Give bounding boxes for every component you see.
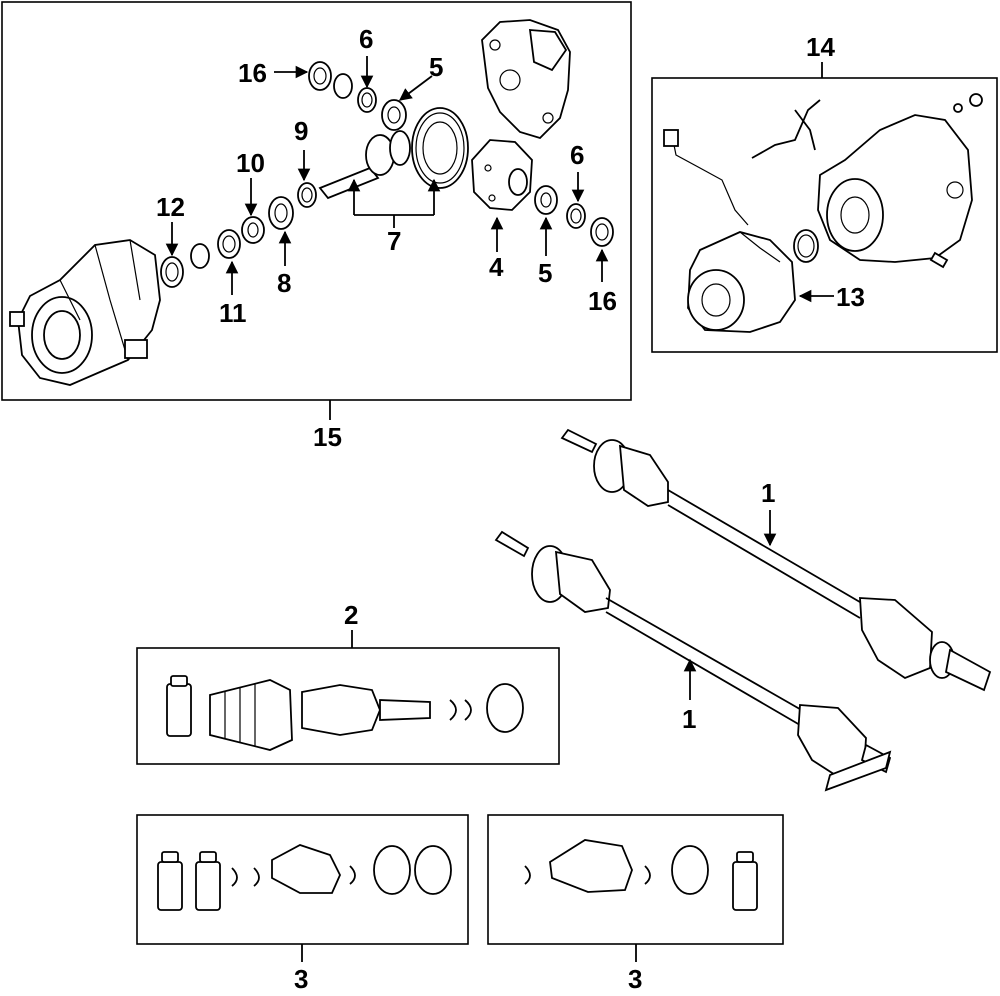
callout-9: 9 — [294, 116, 308, 146]
shim-upper — [333, 73, 353, 99]
o-ring — [793, 229, 819, 263]
callout-13: 13 — [836, 282, 865, 312]
boot — [209, 679, 293, 751]
leaders-shafts — [683, 510, 777, 700]
box-differential-assembly — [1, 1, 632, 401]
boot-left — [231, 844, 452, 895]
callout-8: 8 — [277, 268, 291, 298]
callout-6-upper: 6 — [359, 24, 373, 54]
callout-4: 4 — [489, 252, 504, 282]
callout-1-lower: 1 — [682, 704, 696, 734]
callout-16-upper: 16 — [238, 58, 267, 88]
callout-3-left: 3 — [294, 964, 308, 994]
callout-16-lower: 16 — [588, 286, 617, 316]
callout-15: 15 — [313, 422, 342, 452]
box-inner-joint-kit — [136, 647, 560, 765]
leaders-coupling — [798, 62, 834, 303]
seal-16-lower — [590, 217, 614, 247]
shim-9 — [297, 182, 317, 208]
clips-box2 — [449, 683, 524, 733]
grease-tube — [166, 675, 192, 737]
seal-12 — [160, 256, 184, 288]
bearing-5-upper — [381, 99, 407, 131]
grease-tubes-left — [157, 851, 221, 911]
box-coupling-assembly — [651, 77, 998, 353]
boot-right — [524, 839, 709, 895]
bearing-5-lower — [534, 185, 558, 215]
callout-7: 7 — [387, 226, 401, 256]
differential-rear-cover — [481, 19, 571, 140]
coupling-housing — [817, 114, 973, 263]
shim-6-lower — [566, 203, 586, 229]
pinion-gear-7 — [318, 130, 411, 200]
bracket — [751, 99, 821, 159]
leaders-differential — [165, 56, 609, 420]
callout-11: 11 — [219, 298, 247, 328]
shim-6-upper — [357, 87, 377, 113]
inner-joint — [301, 684, 431, 736]
callout-2: 2 — [344, 600, 358, 630]
drive-shaft-lower — [494, 530, 892, 792]
spacer-11 — [190, 229, 241, 269]
bearing-8 — [268, 196, 294, 230]
callout-3-right: 3 — [628, 964, 642, 994]
callout-6-lower: 6 — [570, 140, 584, 170]
callout-12: 12 — [156, 192, 185, 222]
ring-gear-7 — [411, 107, 469, 189]
differential-housing-front — [9, 239, 161, 386]
bearing-10 — [241, 216, 265, 244]
grease-tube-right — [732, 851, 758, 911]
coupling-unit-13 — [687, 231, 796, 333]
wire-harness — [663, 129, 749, 226]
seal-16-upper — [308, 61, 332, 91]
callout-5-lower: 5 — [538, 258, 552, 288]
differential-case-4 — [471, 139, 533, 211]
drive-shaft-upper — [560, 428, 992, 692]
sensor — [929, 251, 949, 269]
callout-14: 14 — [806, 32, 835, 62]
callout-1-upper: 1 — [761, 478, 775, 508]
bolt — [953, 93, 983, 113]
callout-10: 10 — [236, 148, 265, 178]
callout-5-upper: 5 — [429, 52, 443, 82]
